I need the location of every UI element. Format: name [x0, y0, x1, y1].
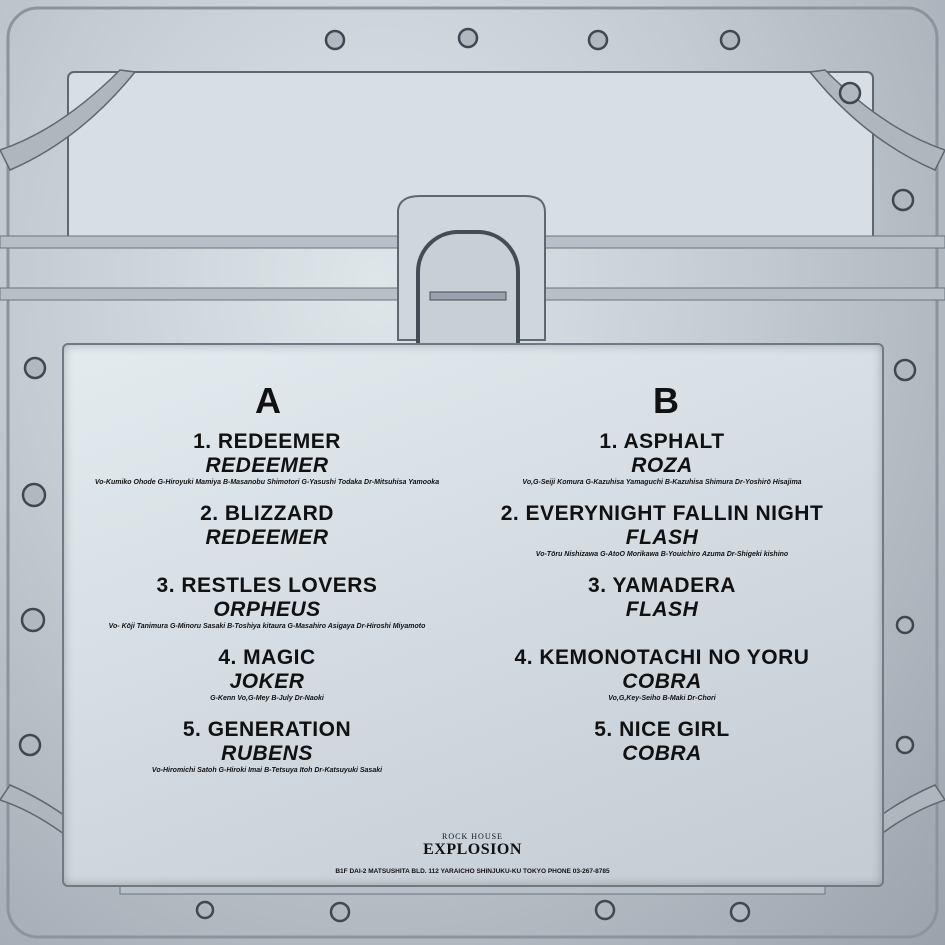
track-item: 3. RESTLES LOVERS ORPHEUS Vo- Kōji Tanim…: [57, 574, 477, 632]
track-credit: G-Kenn Vo,G-Mey B-July Dr-Naoki: [210, 695, 324, 702]
tracklist-panel: [62, 343, 884, 887]
side-a-tracklist: 1. REDEEMER REDEEMER Vo-Kumiko Ohode G-H…: [57, 430, 477, 790]
track-credit: Vo-Kumiko Ohode G-Hiroyuki Mamiya B-Masa…: [94, 479, 440, 486]
track-credit: Vo,G-Seiji Komura G-Kazuhisa Yamaguchi B…: [522, 479, 802, 486]
track-band: REDEEMER: [205, 454, 329, 477]
track-title: 4. KEMONOTACHI NO YORU: [514, 646, 810, 669]
track-item: 1. REDEEMER REDEEMER Vo-Kumiko Ohode G-H…: [57, 430, 477, 488]
track-band: COBRA: [622, 670, 702, 693]
side-a-label: A: [255, 380, 281, 421]
track-title: 3. RESTLES LOVERS: [156, 574, 378, 597]
track-item: 4. MAGIC JOKER G-Kenn Vo,G-Mey B-July Dr…: [57, 646, 477, 704]
track-band: ORPHEUS: [213, 598, 321, 621]
rock-house-explosion-logo: ROCK HOUSE EXPLOSION: [410, 832, 535, 859]
track-credit: Vo,G,Key-Seiho B-Maki Dr-Chori: [608, 695, 716, 702]
track-band: COBRA: [622, 742, 702, 765]
track-item: 5. NICE GIRL COBRA: [452, 718, 872, 766]
track-title: 4. MAGIC: [218, 646, 316, 669]
track-title: 1. ASPHALT: [599, 430, 725, 453]
track-credit: Vo- Kōji Tanimura G-Minoru Sasaki B-Tosh…: [108, 623, 426, 630]
side-b-tracklist: 1. ASPHALT ROZA Vo,G-Seiji Komura G-Kazu…: [452, 430, 872, 780]
track-band: RUBENS: [221, 742, 313, 765]
track-item: 3. YAMADERA FLASH: [452, 574, 872, 622]
track-item: 2. EVERYNIGHT FALLIN NIGHT FLASH Vo-Tōru…: [452, 502, 872, 560]
logo-main-text: EXPLOSION: [423, 841, 522, 858]
track-title: 5. GENERATION: [182, 718, 352, 741]
track-title: 2. BLIZZARD: [200, 502, 334, 525]
track-title: 1. REDEEMER: [193, 430, 341, 453]
logo-top-text: ROCK HOUSE: [442, 832, 503, 841]
track-title: 2. EVERYNIGHT FALLIN NIGHT: [500, 502, 824, 525]
track-band: ROZA: [631, 454, 693, 477]
track-title: 5. NICE GIRL: [594, 718, 730, 741]
track-credit: Vo-Hiromichi Satoh G-Hiroki Imai B-Tetsu…: [151, 767, 383, 774]
venue-address: B1F DAI-2 MATSUSHITA BLD. 112 YARAICHO S…: [335, 868, 610, 875]
track-item: 1. ASPHALT ROZA Vo,G-Seiji Komura G-Kazu…: [452, 430, 872, 488]
track-item: 2. BLIZZARD REDEEMER: [57, 502, 477, 550]
track-band: FLASH: [625, 526, 699, 549]
side-b-label: B: [653, 380, 679, 421]
track-item: 4. KEMONOTACHI NO YORU COBRA Vo,G,Key-Se…: [452, 646, 872, 704]
track-band: JOKER: [229, 670, 305, 693]
track-band: FLASH: [625, 598, 699, 621]
track-band: REDEEMER: [205, 526, 329, 549]
track-item: 5. GENERATION RUBENS Vo-Hiromichi Satoh …: [57, 718, 477, 776]
track-credit: Vo-Tōru Nishizawa G-AtoO Morikawa B-Youi…: [535, 551, 789, 558]
track-title: 3. YAMADERA: [588, 574, 736, 597]
